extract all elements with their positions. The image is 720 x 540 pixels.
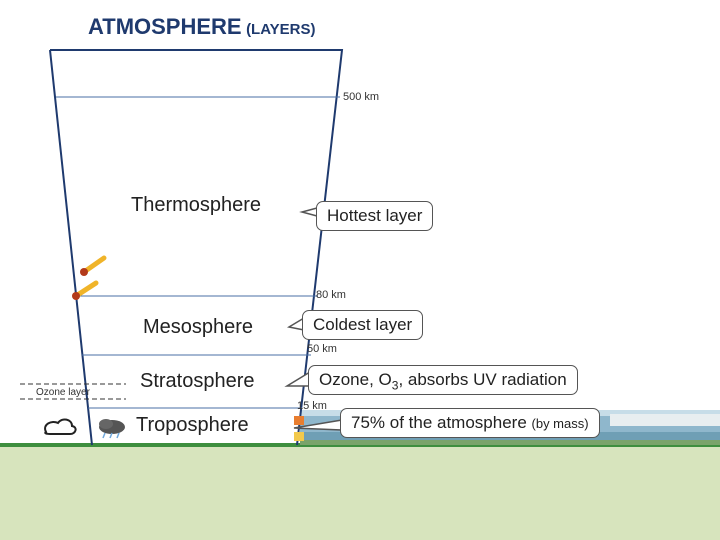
layer-label-mesosphere: Mesosphere xyxy=(143,316,254,338)
ozone-layer-label: Ozone layer xyxy=(36,387,90,398)
callout-stratosphere-pre: Ozone, O xyxy=(319,370,392,389)
title-main: ATMOSPHERE xyxy=(88,14,242,39)
callout-troposphere: 75% of the atmosphere (by mass) xyxy=(340,408,600,438)
title-sub: (LAYERS) xyxy=(246,21,316,38)
meteor-icon xyxy=(80,255,107,276)
callout-mesosphere: Coldest layer xyxy=(302,310,424,340)
meteor-icon xyxy=(72,280,99,300)
troposphere-marker xyxy=(294,416,304,425)
callout-pointer-troposphere xyxy=(293,419,343,431)
layer-label-thermosphere: Thermosphere xyxy=(131,194,262,216)
cloud-icon xyxy=(44,418,77,435)
callout-stratosphere-post: , absorbs UV radiation xyxy=(398,370,567,389)
altitude-label-50km: 50 km xyxy=(307,343,337,355)
storm-cloud-icon xyxy=(99,419,125,439)
altitude-label-80km: 80 km xyxy=(316,289,346,301)
callout-pointer-mesosphere xyxy=(286,317,305,331)
altitude-label-500km: 500 km xyxy=(343,91,380,103)
callout-stratosphere-subscript: 3 xyxy=(391,378,399,393)
layer-label-troposphere: Troposphere xyxy=(136,414,249,436)
ground xyxy=(0,445,720,540)
diagram-title: ATMOSPHERE (LAYERS) xyxy=(88,14,316,40)
callout-thermosphere: Hottest layer xyxy=(316,201,434,231)
callout-pointer-thermosphere xyxy=(299,207,318,217)
callout-pointer-stratosphere xyxy=(284,371,311,387)
altitude-label-15km: 15 km xyxy=(297,400,327,412)
troposphere-marker xyxy=(294,432,304,441)
layer-label-stratosphere: Stratosphere xyxy=(140,370,255,392)
callout-stratosphere: Ozone, O3, absorbs UV radiation xyxy=(308,365,578,395)
callout-troposphere-note: (by mass) xyxy=(531,416,589,431)
callout-troposphere-main: 75% of the atmosphere xyxy=(351,413,527,432)
